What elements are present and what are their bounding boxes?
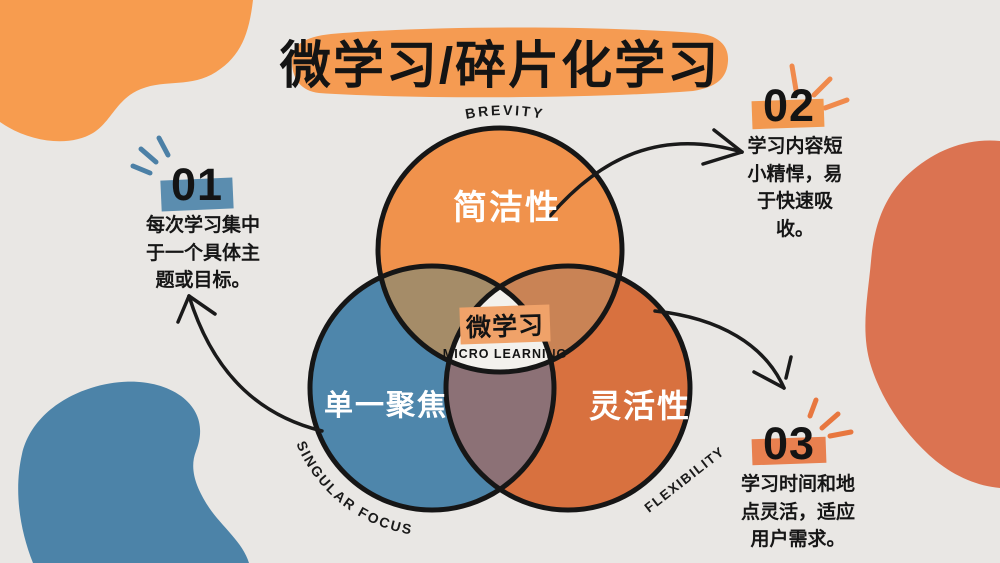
- title-highlight: [291, 27, 729, 98]
- circle-flexibility-outline: [443, 263, 693, 513]
- center-tag: 微学习: [459, 304, 551, 345]
- arrow-to-callout-02: [548, 128, 744, 218]
- sparkle-01-icon: [130, 135, 171, 176]
- arrow-to-callout-01: [176, 294, 324, 433]
- arrow-to-callout-03: [653, 309, 793, 390]
- brevity-en-label: BREVITY: [464, 102, 546, 122]
- circle-label-flexibility: 灵活性: [588, 388, 691, 424]
- callout-01-number: 01: [170, 159, 224, 210]
- sparkle-02-icon: [789, 63, 850, 111]
- center-tag-label: 微学习: [465, 311, 545, 342]
- callout-03-number: 03: [762, 418, 816, 469]
- center-subtitle: MICRO LEARNING: [442, 347, 568, 361]
- blob-right: [865, 140, 1000, 488]
- blob-bottom-left: [18, 381, 250, 563]
- callout-03-text: 学习时间和地 点灵活，适应 用户需求。: [740, 474, 855, 551]
- circle-brevity-outline: [375, 125, 625, 375]
- page-title: 微学习/碎片化学习: [279, 37, 721, 94]
- callout-01-text: 每次学习集中 于一个具体主 题或目标。: [145, 215, 260, 292]
- callout-02-number: 02: [762, 80, 816, 131]
- callout-02-text: 学习内容短 小精悍，易 于快速吸 收。: [747, 136, 843, 240]
- sparkle-03-icon: [807, 397, 854, 439]
- blob-top-left: [0, 0, 253, 142]
- circle-label-brevity: 简洁性: [453, 189, 561, 227]
- circle-label-singular-focus: 单一聚焦: [323, 390, 448, 422]
- circle-singular-focus-outline: [307, 263, 557, 513]
